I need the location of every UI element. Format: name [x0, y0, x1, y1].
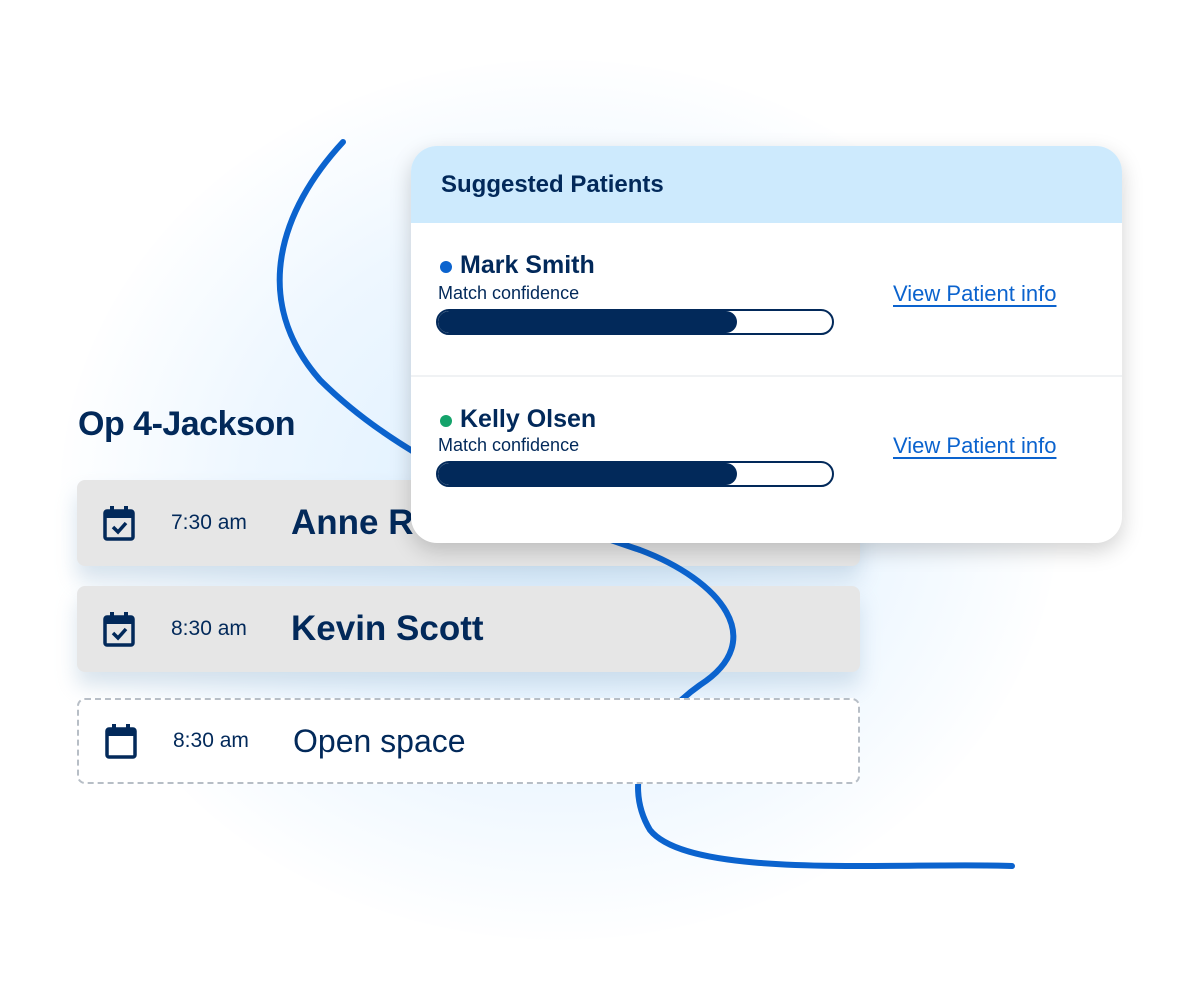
confidence-bar	[436, 461, 834, 487]
open-slot-label: Open space	[293, 722, 466, 759]
appointment-patient: Anne R	[291, 503, 414, 542]
appointment-time: 8:30 am	[171, 617, 247, 640]
view-patient-info-link[interactable]: View Patient info	[893, 433, 1057, 458]
confidence-fill	[438, 311, 738, 333]
operatory-title: Op 4-Jackson	[78, 405, 295, 443]
patient-name: Mark Smith	[460, 251, 595, 279]
appointment-time: 8:30 am	[173, 729, 249, 752]
view-patient-info-link[interactable]: View Patient info	[893, 281, 1057, 306]
status-dot	[440, 261, 452, 273]
suggested-patients-card: Suggested Patients Mark Smith Match conf…	[411, 146, 1122, 543]
match-confidence-label: Match confidence	[438, 435, 580, 455]
schedule-row-open[interactable]: 8:30 am Open space	[77, 698, 860, 784]
card-title: Suggested Patients	[411, 146, 1122, 223]
patient-item: Mark Smith Match confidence View Patient…	[411, 223, 1122, 377]
match-confidence-label: Match confidence	[438, 283, 580, 303]
status-dot	[440, 415, 452, 427]
patient-name: Kelly Olsen	[460, 405, 597, 433]
appointment-time: 7:30 am	[171, 511, 247, 534]
confidence-fill	[438, 463, 738, 485]
calendar-check-icon	[103, 506, 135, 541]
confidence-bar	[436, 309, 834, 335]
calendar-check-icon	[103, 612, 135, 647]
patient-item: Kelly Olsen Match confidence View Patien…	[411, 377, 1122, 529]
appointment-patient: Kevin Scott	[291, 609, 484, 648]
calendar-icon	[105, 724, 137, 759]
